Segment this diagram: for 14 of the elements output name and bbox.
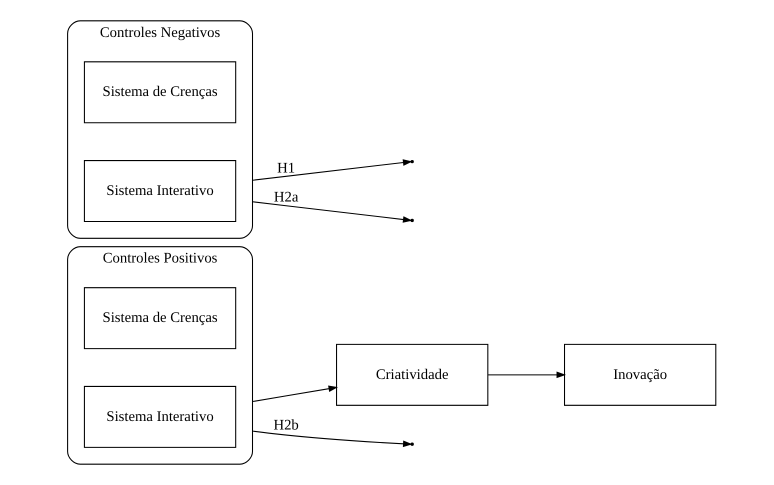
arrow: [488, 372, 566, 378]
arrow: [252, 385, 338, 402]
arrow: [252, 430, 412, 448]
arrow: [252, 201, 412, 223]
node-box: Sistema Interativo: [83, 160, 236, 222]
edge-label: H2b: [272, 418, 298, 434]
edge-label: H1: [276, 160, 295, 176]
node-box: Sistema de Crenças: [83, 61, 236, 124]
node-box: Criatividade: [336, 344, 488, 406]
node-box: Inovação: [564, 344, 716, 406]
node-box: Sistema Interativo: [83, 386, 236, 448]
edge-label: H2a: [273, 190, 298, 206]
arrow: [252, 159, 412, 181]
node-box: Sistema de Crenças: [83, 287, 236, 350]
